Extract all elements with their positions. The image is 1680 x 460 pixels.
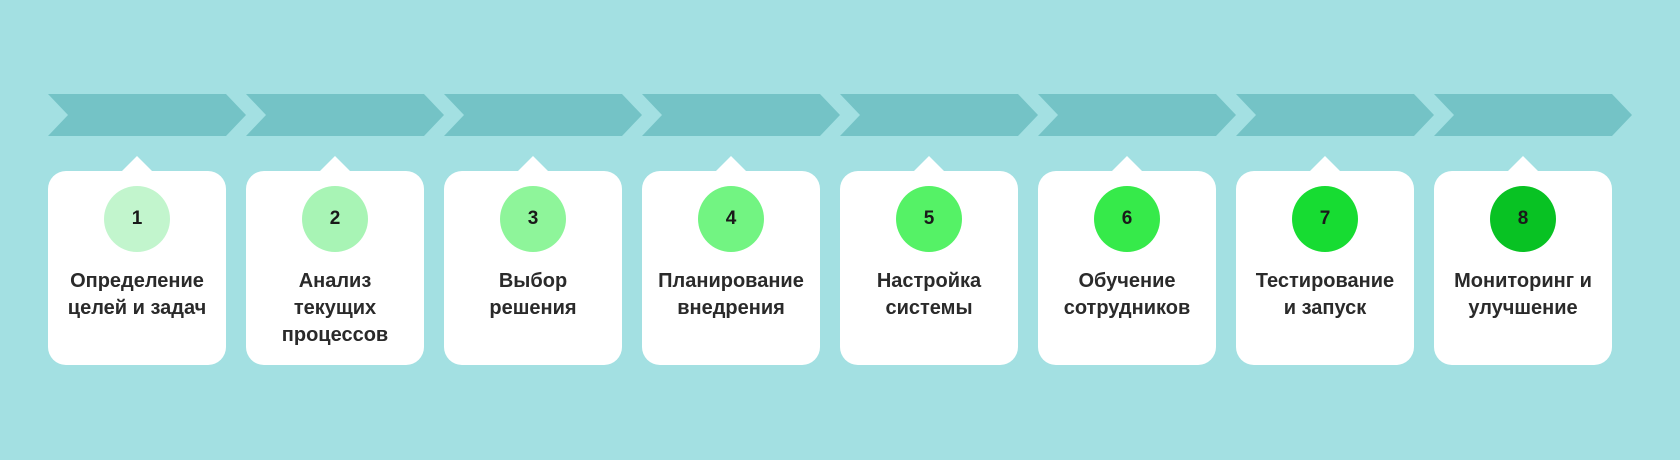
- step-label: Обучение сотрудников: [1038, 268, 1216, 322]
- step-number-badge: 8: [1490, 186, 1556, 252]
- step-label: Тестирование и запуск: [1236, 268, 1414, 322]
- chevron-arrow-1: [48, 94, 246, 136]
- step-number-badge: 3: [500, 186, 566, 252]
- step-label-line: Планирование: [658, 270, 804, 292]
- step-card-4: 4 Планирование внедрения: [642, 156, 820, 365]
- step-label-line: Настройка: [876, 270, 982, 292]
- chevron-arrow-8: [1434, 94, 1632, 136]
- step-card-8: 8 Мониторинг и улучшение: [1434, 156, 1612, 365]
- step-card-3: 3 Выбор решения: [444, 156, 622, 365]
- step-label-line: внедрения: [677, 297, 785, 319]
- step-label-line: сотрудников: [1063, 297, 1191, 319]
- step-number-badge: 2: [302, 186, 368, 252]
- step-card-6: 6 Обучение сотрудников: [1038, 156, 1216, 365]
- step-number-badge: 7: [1292, 186, 1358, 252]
- step-card-1: 1 Определение целей и задач: [48, 156, 226, 365]
- step-label-line: Выбор: [498, 270, 568, 292]
- step-label-line: Определение: [70, 270, 204, 292]
- step-label: Мониторинг и улучшение: [1434, 268, 1612, 322]
- step-label-line: и запуск: [1283, 297, 1367, 319]
- step-label-line: улучшение: [1468, 297, 1578, 319]
- step-card-7: 7 Тестирование и запуск: [1236, 156, 1414, 365]
- step-label-line: процессов: [281, 324, 389, 346]
- chevron-arrow-6: [1038, 94, 1236, 136]
- step-card-2: 2 Анализ текущих процессов: [246, 156, 424, 365]
- chevron-arrow-3: [444, 94, 642, 136]
- chevron-arrow-7: [1236, 94, 1434, 136]
- chevron-arrow-4: [642, 94, 840, 136]
- chevron-arrow-5: [840, 94, 1038, 136]
- step-label: Выбор решения: [444, 268, 622, 322]
- step-label: Настройка системы: [840, 268, 1018, 322]
- step-number-badge: 5: [896, 186, 962, 252]
- step-number-badge: 6: [1094, 186, 1160, 252]
- step-label-line: Обучение: [1078, 270, 1176, 292]
- step-label: Определение целей и задач: [48, 268, 226, 322]
- chevron-arrow-2: [246, 94, 444, 136]
- step-card-5: 5 Настройка системы: [840, 156, 1018, 365]
- step-label-line: Мониторинг и: [1454, 270, 1592, 292]
- step-label-line: текущих: [293, 297, 377, 319]
- step-number-badge: 1: [104, 186, 170, 252]
- step-label-line: системы: [885, 297, 973, 319]
- step-number-badge: 4: [698, 186, 764, 252]
- step-label: Планирование внедрения: [642, 268, 820, 322]
- step-label-line: решения: [489, 297, 577, 319]
- step-label: Анализ текущих процессов: [246, 268, 424, 349]
- step-label-line: целей и задач: [67, 297, 207, 319]
- step-label-line: Тестирование: [1255, 270, 1395, 292]
- step-label-line: Анализ: [298, 270, 372, 292]
